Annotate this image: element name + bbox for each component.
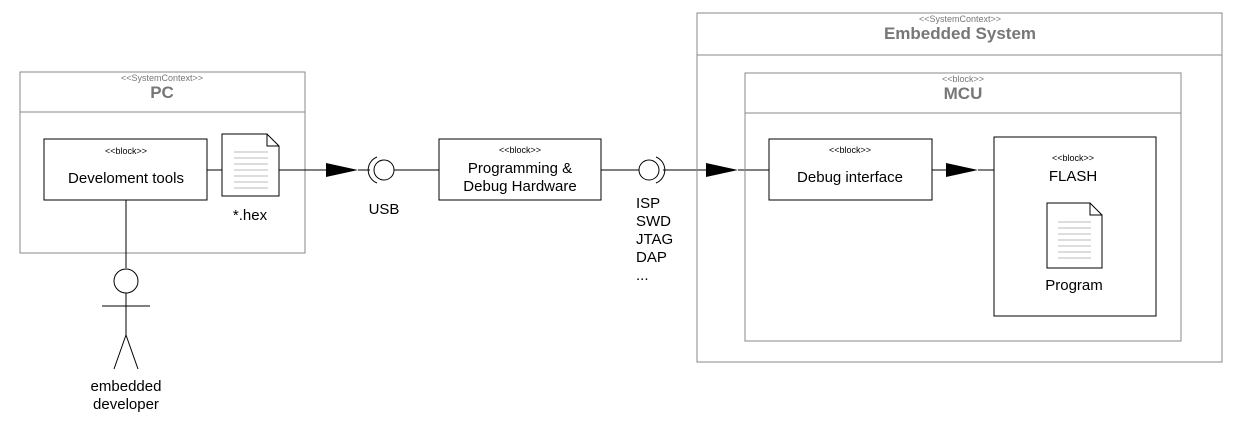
usb-label: USB — [369, 201, 400, 218]
pc-frame — [19, 71, 306, 254]
debug-port-arrowhead — [706, 163, 738, 177]
pc-title: PC — [150, 83, 174, 102]
debug-interface-stereotype: <<block>> — [829, 145, 871, 155]
hex-to-usb-arrowhead — [326, 163, 358, 177]
protocol-item: JTAG — [636, 231, 673, 248]
development-tools-box — [43, 138, 208, 201]
protocol-item: DAP — [636, 249, 667, 266]
actor-label-line2: developer — [93, 396, 159, 413]
debug-interface-box — [768, 138, 933, 201]
embedded-system-stereotype: <<SystemContext>> — [919, 14, 1001, 24]
debug-interface-label: Debug interface — [797, 169, 903, 186]
mcu-block: <<block>> MCU <<block>> Debug interface … — [744, 72, 1182, 342]
programmer-block: <<block>> Programming & Debug Hardware — [438, 138, 602, 201]
developer-actor-icon — [102, 268, 150, 370]
program-document-icon — [1046, 202, 1103, 269]
programmer-label-line2: Debug Hardware — [463, 178, 576, 195]
program-label: Program — [1045, 277, 1103, 294]
usb-interface-icon — [367, 156, 395, 184]
development-tools-label: Develoment tools — [68, 170, 184, 187]
protocol-item: SWD — [636, 213, 671, 230]
flash-label: FLASH — [1049, 168, 1097, 185]
protocol-item: ... — [636, 267, 649, 284]
actor-label-line1: embedded — [91, 378, 162, 395]
debug-to-flash-arrowhead — [946, 163, 978, 177]
pc-stereotype: <<SystemContext>> — [121, 73, 203, 83]
programmer-label-line1: Programming & — [468, 160, 572, 177]
hex-document-icon — [221, 133, 280, 197]
embedded-system-title: Embedded System — [884, 24, 1036, 43]
flash-stereotype: <<block>> — [1052, 153, 1094, 163]
development-tools-block: <<block>> Develoment tools — [43, 138, 208, 201]
hex-file-label: *.hex — [233, 207, 268, 224]
programmer-stereotype: <<block>> — [499, 145, 541, 155]
mcu-frame — [744, 72, 1182, 342]
pc-context: <<SystemContext>> PC <<block>> Develomen… — [19, 71, 306, 254]
mcu-title: MCU — [944, 84, 983, 103]
development-tools-stereotype: <<block>> — [105, 146, 147, 156]
programmer-box — [438, 138, 602, 201]
flash-block: <<block>> FLASH Program — [993, 136, 1157, 317]
embedded-system-context: <<SystemContext>> Embedded System <<bloc… — [696, 12, 1223, 363]
protocol-item: ISP — [636, 195, 660, 212]
embedded-system-frame — [696, 12, 1223, 363]
debug-port-interface-icon — [638, 156, 666, 184]
debug-interface-block: <<block>> Debug interface — [768, 138, 933, 201]
mcu-stereotype: <<block>> — [942, 74, 984, 84]
